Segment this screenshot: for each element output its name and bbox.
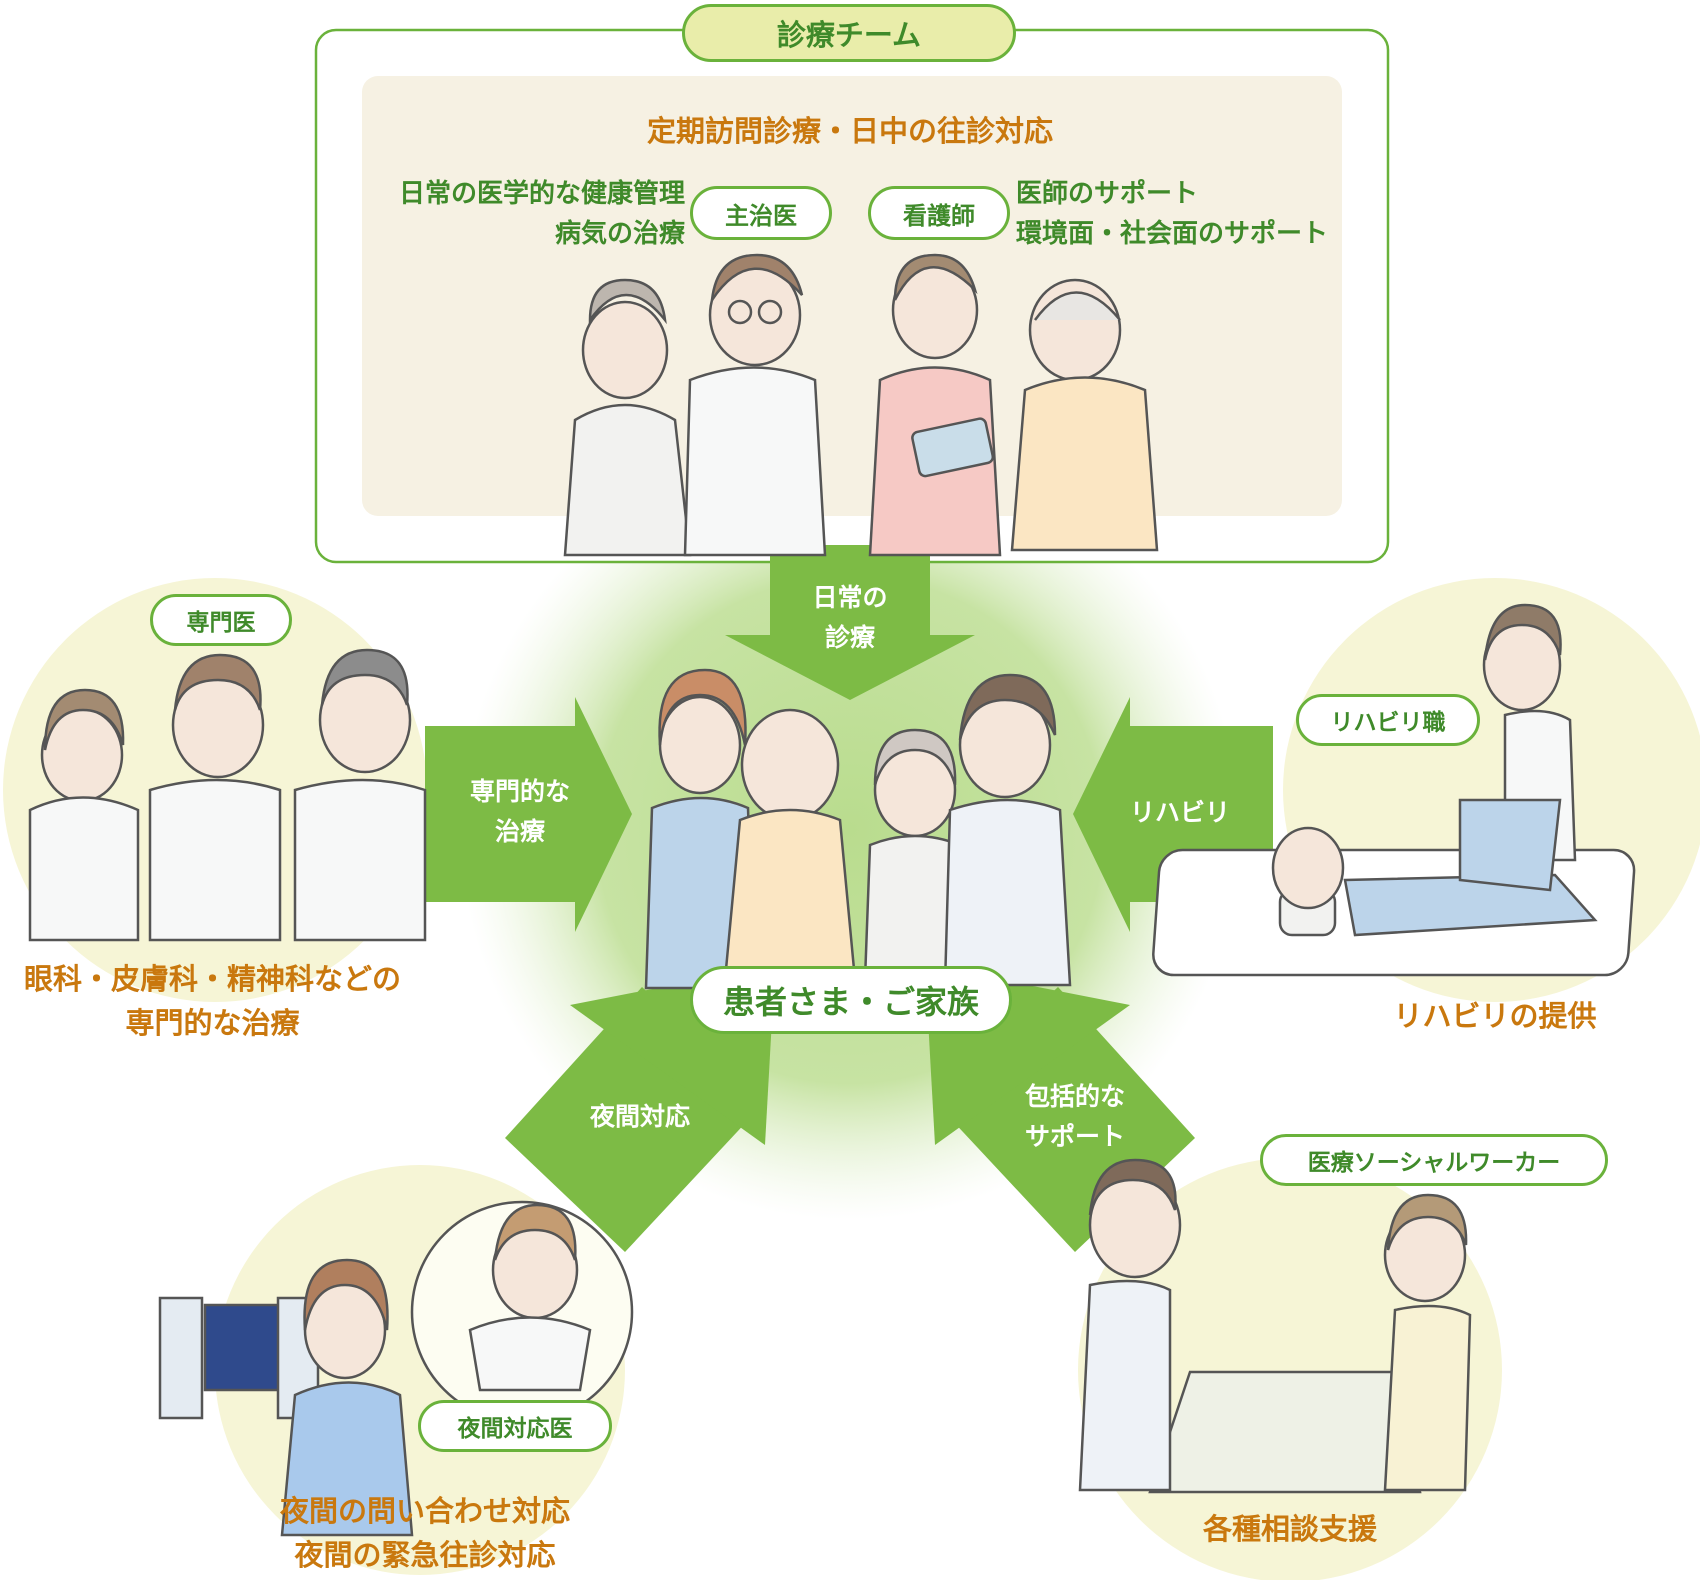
arrow-top-label: 日常の 診療: [770, 578, 930, 658]
specialist-label: 専門医: [186, 610, 256, 636]
doctor-desc-line2: 病気の治療: [554, 219, 685, 250]
night-label-pill: 夜間対応医: [418, 1400, 612, 1452]
arrow-left-line2: 治療: [494, 817, 545, 846]
night-desc-line1: 夜間の問い合わせ対応: [279, 1494, 570, 1528]
social-illustration: [1078, 1158, 1472, 1494]
team-title: 診療チーム: [776, 18, 922, 52]
center-label: 患者さま・ご家族: [722, 983, 979, 1021]
specialist-desc-line1: 眼科・皮膚科・精神科などの: [23, 962, 401, 996]
team-subtitle: 定期訪問診療・日中の往診対応: [646, 114, 1053, 148]
arrow-right-label: リハビリ: [1100, 793, 1260, 833]
rehab-label-pill: リハビリ職: [1296, 694, 1480, 746]
arrow-top-line1: 日常の: [812, 583, 888, 612]
center-label-pill: 患者さま・ご家族: [690, 966, 1012, 1034]
night-desc-line2: 夜間の緊急往診対応: [294, 1537, 556, 1572]
social-label-pill: 医療ソーシャルワーカー: [1260, 1134, 1608, 1186]
nurse-label-pill: 看護師: [868, 186, 1010, 240]
team-illustration: [563, 253, 1159, 557]
night-desc: 夜間の問い合わせ対応 夜間の緊急往診対応: [230, 1490, 620, 1577]
arrow-bottom-left-line1: 夜間対応: [589, 1102, 690, 1131]
specialists-illustration: [28, 648, 427, 942]
arrow-top-line2: 診療: [824, 623, 875, 652]
arrow-left: [425, 697, 632, 932]
rehab-desc-line1: リハビリの提供: [1393, 999, 1597, 1033]
arrow-bottom-left-label: 夜間対応: [560, 1097, 720, 1137]
social-desc-line1: 各種相談支援: [1202, 1512, 1377, 1546]
doctor-desc: 日常の医学的な健康管理 病気の治療: [385, 174, 685, 255]
social-label: 医療ソーシャルワーカー: [1307, 1150, 1561, 1176]
arrow-right-line1: リハビリ: [1129, 798, 1230, 827]
specialist-label-pill: 専門医: [150, 594, 292, 646]
doctor-desc-line1: 日常の医学的な健康管理: [398, 179, 685, 209]
doctor-label: 主治医: [725, 201, 797, 230]
arrow-bottom-right-label: 包括的な サポート: [995, 1077, 1155, 1157]
social-desc: 各種相談支援: [1130, 1508, 1450, 1552]
night-illustration: [158, 1200, 634, 1537]
specialist-desc: 眼科・皮膚科・精神科などの 専門的な治療: [0, 958, 425, 1045]
nurse-desc: 医師のサポート 環境面・社会面のサポート: [1016, 174, 1336, 255]
doctor-label-pill: 主治医: [690, 186, 832, 240]
nurse-desc-line1: 医師のサポート: [1016, 179, 1199, 209]
nurse-desc-line2: 環境面・社会面のサポート: [1016, 219, 1329, 250]
rehab-label: リハビリ職: [1330, 710, 1446, 736]
arrow-bottom-right-line1: 包括的な: [1024, 1082, 1125, 1111]
night-label: 夜間対応医: [457, 1416, 573, 1442]
rehab-illustration: [1152, 603, 1636, 977]
arrow-bottom-right-line2: サポート: [1024, 1122, 1125, 1151]
team-title-pill: 診療チーム: [682, 4, 1016, 62]
specialist-desc-line2: 専門的な治療: [125, 1005, 300, 1040]
arrow-left-line1: 専門的な: [469, 777, 570, 806]
nurse-label: 看護師: [903, 201, 975, 230]
family-illustration: [644, 668, 1072, 990]
arrow-left-label: 専門的な 治療: [440, 772, 600, 852]
arrow-top: [725, 545, 975, 700]
rehab-desc: リハビリの提供: [1330, 995, 1660, 1039]
